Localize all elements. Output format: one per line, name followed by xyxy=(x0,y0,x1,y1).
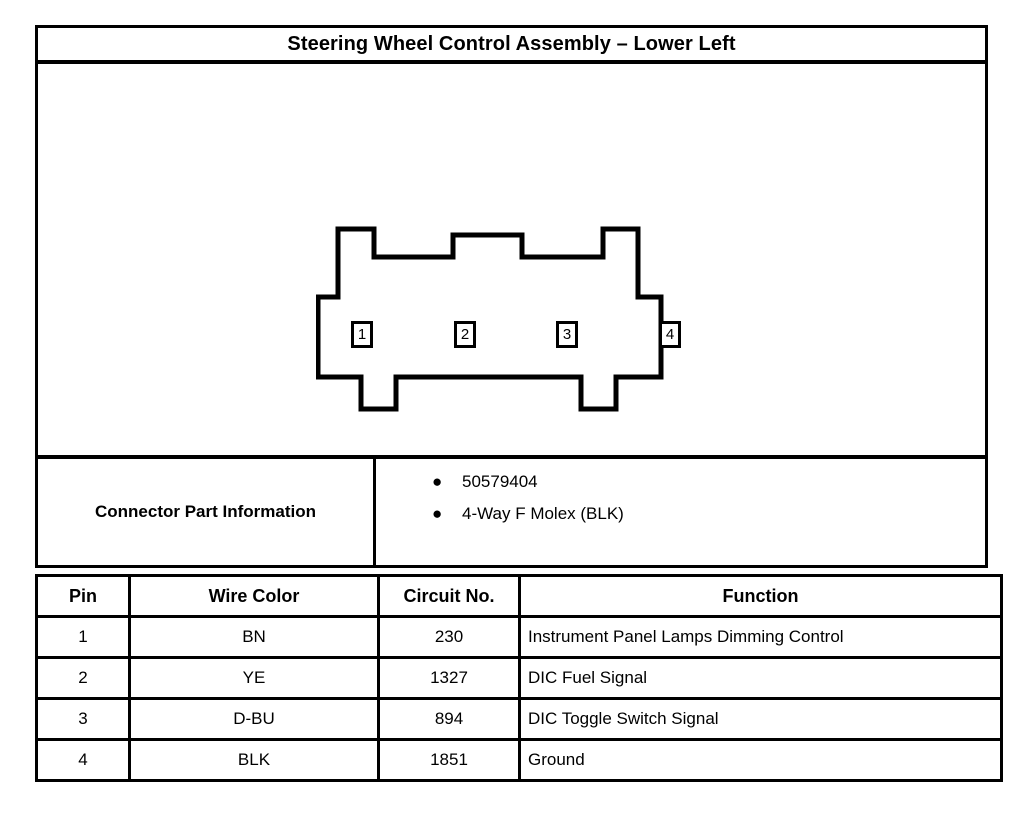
cell-circuit-no: 1327 xyxy=(377,656,521,700)
part-information-label: Connector Part Information xyxy=(94,502,316,521)
connector-outline-icon xyxy=(316,226,664,412)
cell-circuit-no: 894 xyxy=(377,697,521,741)
part-information-label-cell: Connector Part Information xyxy=(38,459,376,565)
column-header-pin: Pin xyxy=(35,574,131,618)
cell-function: Ground xyxy=(518,738,1003,782)
cell-function: DIC Fuel Signal xyxy=(518,656,1003,700)
part-information-item: ● 50579404 xyxy=(376,471,985,503)
table-header-row: Pin Wire Color Circuit No. Function xyxy=(35,574,1003,618)
table-row: 1 BN 230 Instrument Panel Lamps Dimming … xyxy=(35,615,1003,659)
table-row: 2 YE 1327 DIC Fuel Signal xyxy=(35,656,1003,700)
cell-circuit-no: 230 xyxy=(377,615,521,659)
wiring-diagram-sheet: Steering Wheel Control Assembly – Lower … xyxy=(35,25,1003,782)
connector-diagram-panel: 1 2 3 4 xyxy=(35,61,988,458)
sheet-title-block: Steering Wheel Control Assembly – Lower … xyxy=(35,25,988,63)
part-information-list: ● 50579404 ● 4-Way F Molex (BLK) xyxy=(376,459,985,565)
cell-wire-color: BLK xyxy=(128,738,380,782)
cell-wire-color: D-BU xyxy=(128,697,380,741)
connector-pin-2: 2 xyxy=(454,321,476,348)
cell-pin: 3 xyxy=(35,697,131,741)
page-title: Steering Wheel Control Assembly – Lower … xyxy=(287,32,736,55)
part-description-value: 4-Way F Molex (BLK) xyxy=(462,504,624,523)
bullet-icon: ● xyxy=(432,472,443,491)
cell-pin: 1 xyxy=(35,615,131,659)
cell-wire-color: YE xyxy=(128,656,380,700)
column-header-function: Function xyxy=(518,574,1003,618)
part-information-item: ● 4-Way F Molex (BLK) xyxy=(376,503,985,535)
connector-drawing: 1 2 3 4 xyxy=(316,219,706,419)
bullet-icon: ● xyxy=(432,504,443,523)
connector-pin-3: 3 xyxy=(556,321,578,348)
connector-pin-3-number: 3 xyxy=(562,326,572,343)
connector-pin-1: 1 xyxy=(351,321,373,348)
part-number-value: 50579404 xyxy=(462,472,538,491)
connector-part-information-block: Connector Part Information ● 50579404 ● … xyxy=(35,456,988,568)
table-row: 4 BLK 1851 Ground xyxy=(35,738,1003,782)
cell-wire-color: BN xyxy=(128,615,380,659)
cell-function: DIC Toggle Switch Signal xyxy=(518,697,1003,741)
connector-pin-4-number: 4 xyxy=(665,326,675,343)
cell-pin: 2 xyxy=(35,656,131,700)
cell-function: Instrument Panel Lamps Dimming Control xyxy=(518,615,1003,659)
connector-pin-1-number: 1 xyxy=(357,326,367,343)
column-header-circuit-no: Circuit No. xyxy=(377,574,521,618)
table-row: 3 D-BU 894 DIC Toggle Switch Signal xyxy=(35,697,1003,741)
column-header-wire-color: Wire Color xyxy=(128,574,380,618)
connector-pin-2-number: 2 xyxy=(460,326,470,343)
cell-pin: 4 xyxy=(35,738,131,782)
pin-assignment-table: Pin Wire Color Circuit No. Function 1 BN… xyxy=(35,574,1003,782)
cell-circuit-no: 1851 xyxy=(377,738,521,782)
connector-pin-4: 4 xyxy=(659,321,681,348)
